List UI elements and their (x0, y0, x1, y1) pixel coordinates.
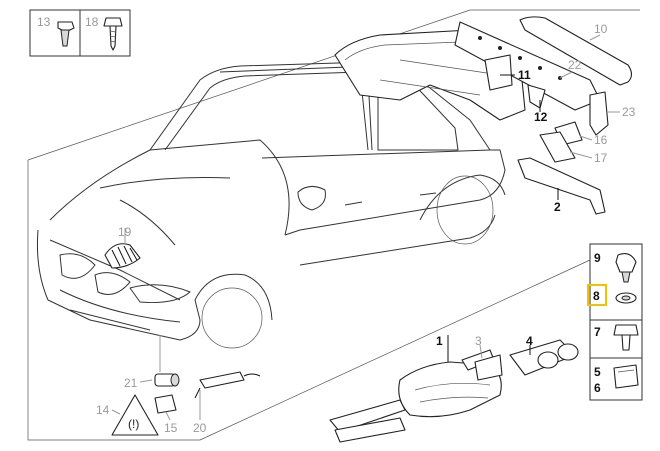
callout-6: 6 (594, 381, 601, 395)
fastener-box-13-18 (29, 9, 131, 57)
rear-silencer-1-shape (329, 349, 502, 443)
callout-1: 1 (436, 334, 443, 348)
trim-strip-10-shape (519, 16, 633, 86)
reinforcement-2-shape (517, 157, 606, 215)
highlight-box-8 (587, 284, 607, 306)
svg-text:(!): (!) (128, 417, 139, 431)
callout-5: 5 (594, 365, 601, 379)
bracket-23-shape (589, 91, 609, 136)
nut-7-shape (613, 324, 639, 336)
kidney-grille-19-shape (104, 243, 141, 269)
clip-13-shape (57, 21, 75, 47)
leader-lines (111, 34, 620, 421)
callout-13: 13 (37, 15, 51, 29)
car-body (36, 61, 506, 349)
wiring-20-shape (194, 371, 261, 399)
callout-21: 21 (124, 376, 138, 390)
diagram-frame (27, 9, 640, 441)
fastener-box-right (589, 243, 643, 401)
callout-labels: 13 18 10 11 22 12 23 16 17 2 19 1 3 4 9 … (37, 15, 636, 435)
callout-11: 11 (518, 68, 531, 82)
exhaust-tips-4-shape (509, 339, 579, 376)
bumper-carrier-22-shape (454, 21, 601, 111)
bracket-17-shape (539, 131, 576, 163)
sensor-21-shape (154, 373, 180, 387)
callout-22: 22 (568, 58, 582, 72)
callout-18: 18 (85, 15, 99, 29)
callout-3: 3 (475, 334, 482, 348)
callout-16: 16 (594, 133, 608, 147)
clamp-3-shape (474, 354, 503, 381)
callout-2: 2 (554, 200, 561, 214)
callout-8: 8 (593, 289, 600, 303)
callout-19: 19 (118, 225, 132, 239)
callout-23: 23 (622, 105, 636, 119)
callout-14: 14 (96, 403, 110, 417)
callout-4: 4 (526, 334, 533, 348)
callout-17: 17 (594, 151, 608, 165)
holder-15-shape (154, 394, 177, 414)
callout-15: 15 (164, 421, 178, 435)
bracket-11-shape (484, 54, 513, 91)
callout-9: 9 (594, 251, 601, 265)
screw-18-shape (103, 17, 123, 51)
callout-7: 7 (594, 325, 601, 339)
clip-5-6-shape (613, 364, 639, 389)
callout-10: 10 (594, 22, 608, 36)
warning-label-14-shape: (!) (111, 394, 159, 436)
callout-20: 20 (193, 421, 207, 435)
callout-12: 12 (534, 110, 548, 124)
